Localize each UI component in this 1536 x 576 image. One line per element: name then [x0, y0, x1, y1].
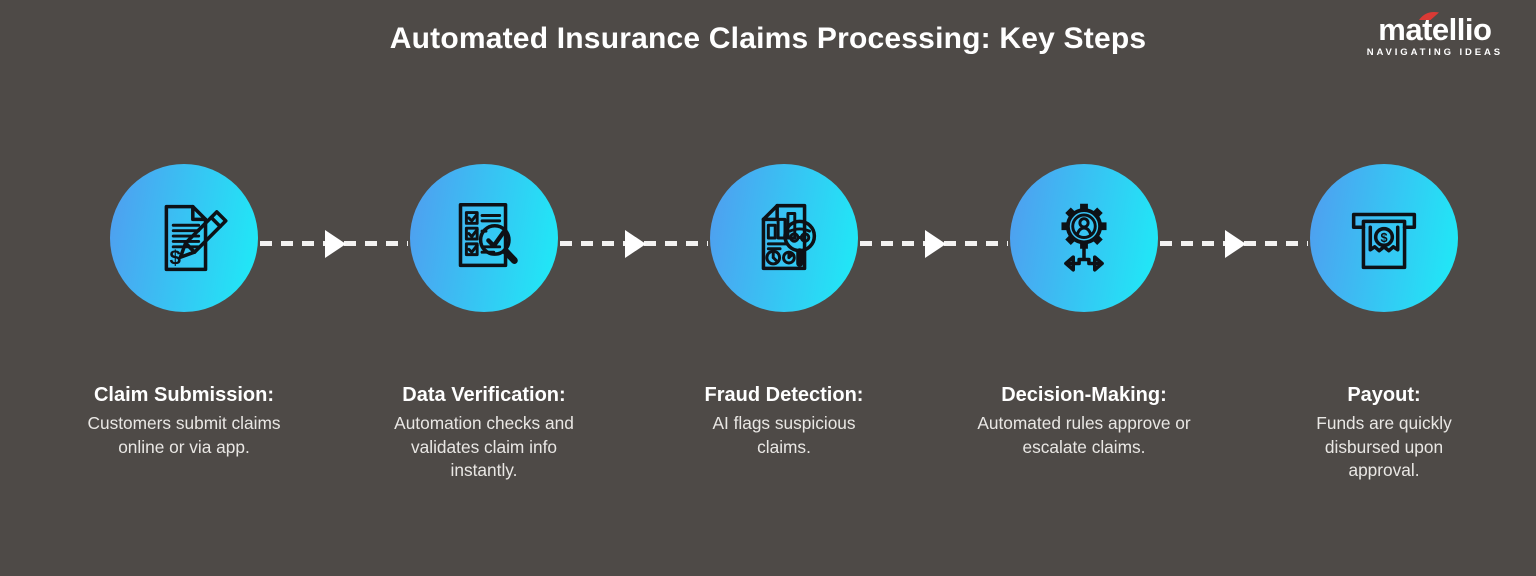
fraud-report-magnifier-icon	[761, 203, 817, 271]
logo-wordmark: matellio	[1378, 12, 1492, 47]
arrow-right-icon	[325, 230, 346, 258]
flow-connector	[1160, 229, 1308, 259]
step-title: Data Verification:	[402, 384, 566, 406]
flow-connector	[560, 229, 708, 259]
step-title: Fraud Detection:	[704, 384, 864, 406]
step-title: Decision-Making:	[1001, 384, 1167, 406]
matellio-logo: matellio NAVIGATING IDEAS	[1366, 12, 1503, 58]
step-description: Funds are quickly disbursed upon approva…	[1316, 413, 1452, 480]
step-text-data-verification: Data Verification: Automation checks and…	[344, 384, 624, 483]
step-title: Payout:	[1347, 384, 1421, 406]
step-title: Claim Submission:	[93, 384, 275, 406]
svg-text:$: $	[169, 246, 181, 269]
step-description: Automation checks and validates claim in…	[394, 413, 574, 480]
svg-text:$: $	[1380, 230, 1387, 245]
logo-red-swoosh-icon	[1419, 12, 1440, 20]
step-text-decision-making: Decision-Making: Automated rules approve…	[944, 384, 1224, 459]
step-circle-payout: $	[1310, 164, 1458, 312]
step-text-fraud-detection: Fraud Detection: AI flags suspicious cla…	[644, 384, 924, 459]
arrow-right-icon	[625, 230, 646, 258]
flow-connector	[860, 229, 1008, 259]
flow-connector	[260, 229, 408, 259]
step-description: Customers submit claims online or via ap…	[87, 413, 281, 457]
step-description: AI flags suspicious claims.	[712, 413, 856, 457]
logo-tagline: NAVIGATING IDEAS	[1366, 47, 1503, 58]
step-text-claim-submission: Claim Submission: Customers submit claim…	[44, 384, 324, 459]
step-text-payout: Payout: Funds are quickly disbursed upon…	[1244, 384, 1524, 483]
step-circle-claim-submission: $	[110, 164, 258, 312]
step-circle-fraud-detection	[710, 164, 858, 312]
page-title: Automated Insurance Claims Processing: K…	[389, 22, 1147, 55]
step-description: Automated rules approve or escalate clai…	[977, 413, 1191, 457]
arrow-right-icon	[925, 230, 946, 258]
checklist-magnifier-icon	[458, 202, 518, 268]
arrow-right-icon	[1225, 230, 1246, 258]
step-circle-decision-making	[1010, 164, 1158, 312]
cash-dispenser-icon: $	[1351, 212, 1417, 270]
step-circle-data-verification	[410, 164, 558, 312]
logo-text: matellio	[1378, 12, 1492, 47]
claim-document-pencil-icon: $	[164, 204, 228, 272]
gear-person-arrows-icon	[1061, 203, 1107, 272]
